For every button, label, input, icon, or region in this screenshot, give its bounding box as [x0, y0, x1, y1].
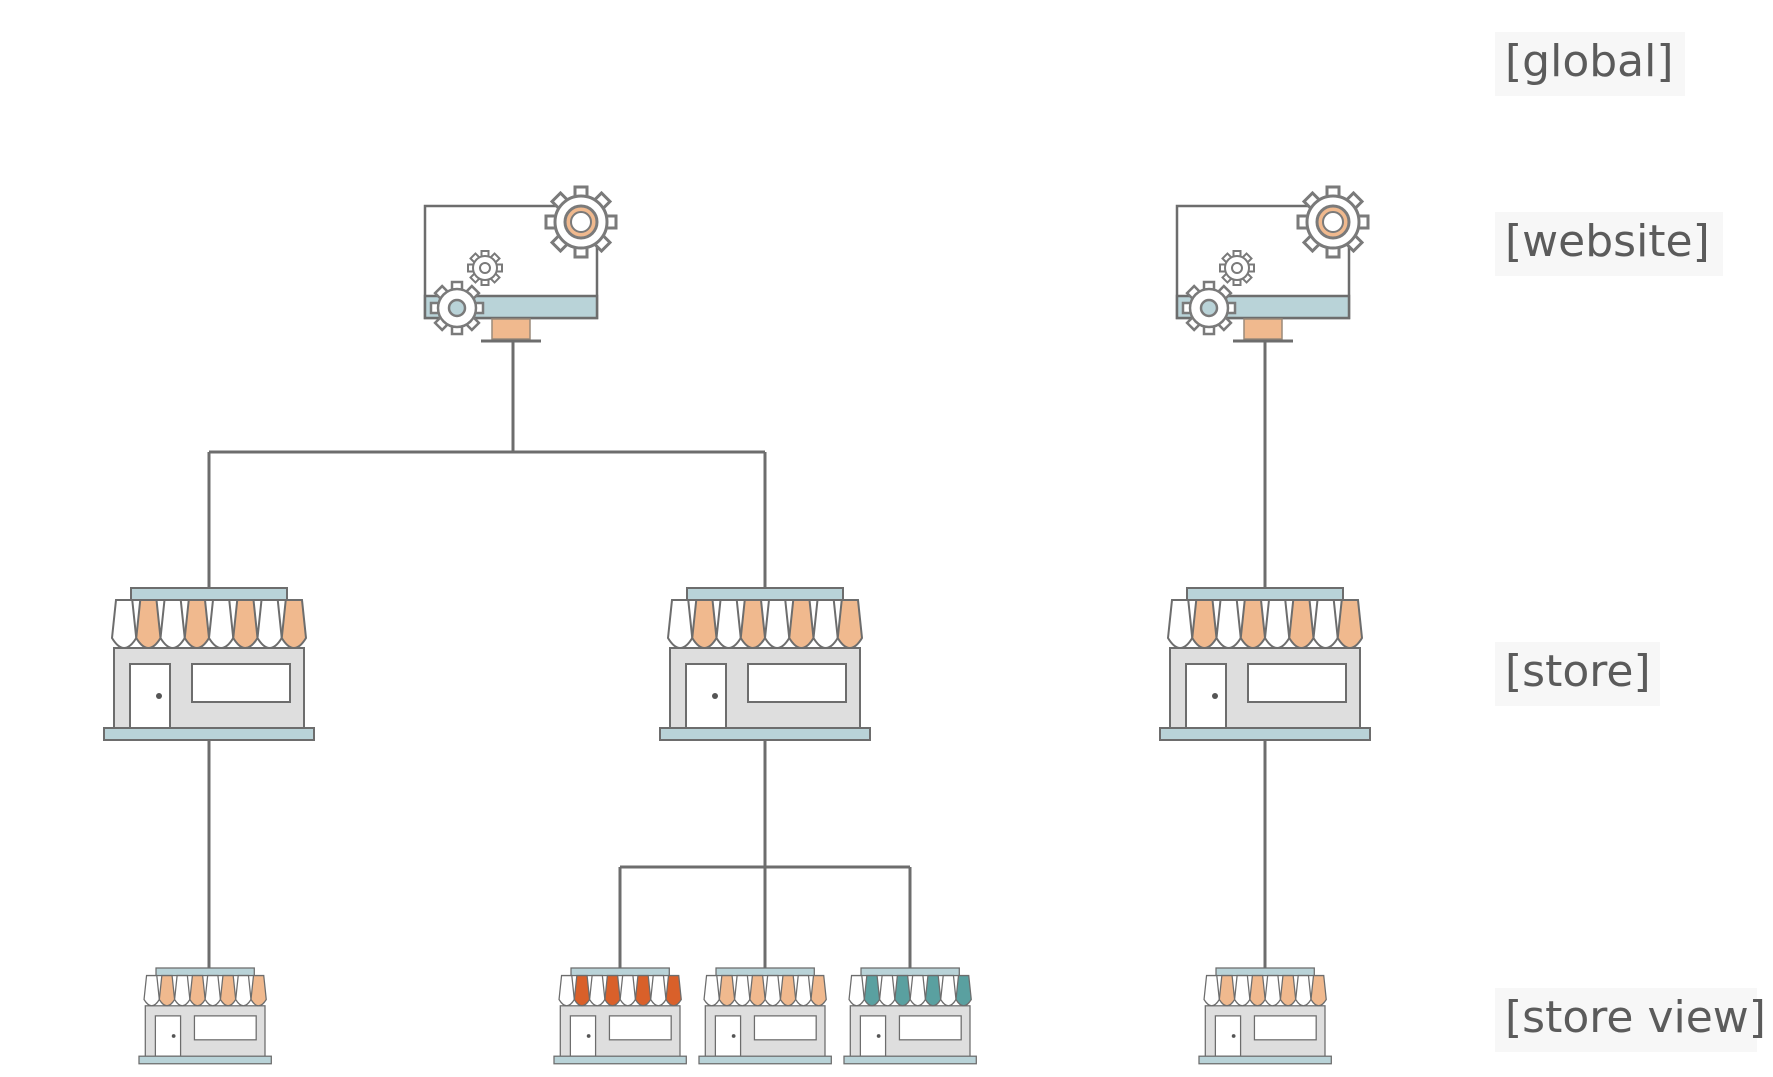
- store-view-icon-4: [843, 967, 977, 1065]
- store-icon-3: [1159, 587, 1371, 741]
- store-view-icon-3: [698, 967, 832, 1065]
- store-icon-2: [659, 587, 871, 741]
- scope-label-global: [global]: [1505, 36, 1674, 87]
- store-view-icon-5: [1198, 967, 1332, 1065]
- website-icon-1: [425, 187, 616, 341]
- stores-layer: [103, 587, 1371, 1065]
- store-view-icon-1: [138, 967, 272, 1065]
- website-icon-2: [1177, 187, 1368, 341]
- scope-labels: [global] [website] [store] [store view]: [1495, 32, 1766, 1052]
- connector-lines: [207, 342, 1267, 972]
- scope-label-store: [store]: [1505, 646, 1651, 697]
- scope-label-store-view: [store view]: [1505, 992, 1766, 1043]
- store-icon-1: [103, 587, 315, 741]
- scope-label-website: [website]: [1505, 216, 1710, 267]
- store-view-icon-2: [553, 967, 687, 1065]
